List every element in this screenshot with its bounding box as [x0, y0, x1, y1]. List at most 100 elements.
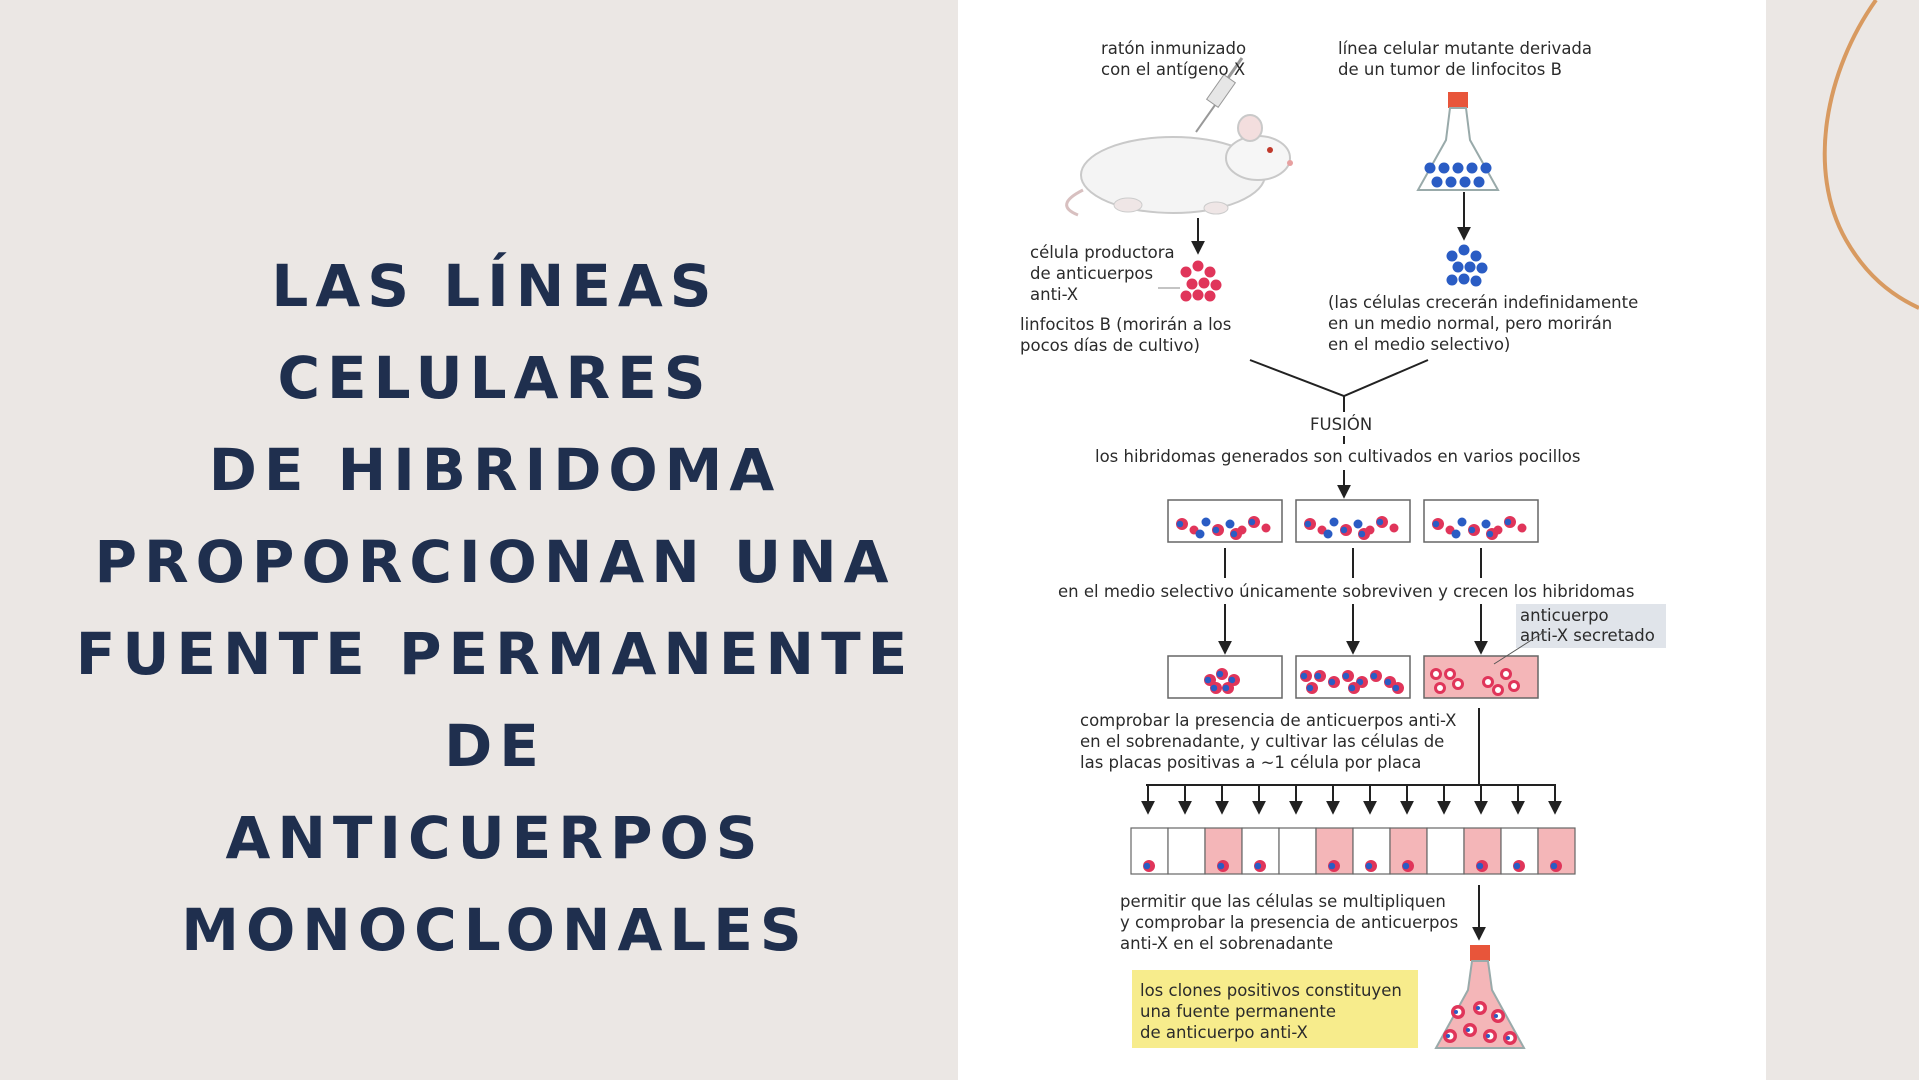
row1-arrows — [1218, 548, 1488, 655]
tumor-label: línea celular mutante derivada de un tum… — [1338, 39, 1597, 79]
tumor-cell — [1476, 262, 1488, 274]
hybridoma-nucleus — [1402, 862, 1410, 870]
hybridoma-nucleus — [1432, 520, 1440, 528]
selected-wells — [1167, 655, 1539, 699]
hybridoma-nucleus — [1248, 518, 1256, 526]
hybridoma-nucleus — [1513, 862, 1521, 870]
single-cell-plate — [1130, 827, 1576, 875]
tumor-cell — [1424, 162, 1436, 174]
title-line: FUENTE PERMANENTE DE — [75, 620, 915, 780]
title-line: DE HIBRIDOMA — [208, 436, 782, 504]
hybridoma-nucleus — [1348, 684, 1356, 692]
producer-cell — [1186, 278, 1198, 290]
hybridoma-nucleus — [1376, 518, 1384, 526]
clone-nucleus — [1446, 1034, 1450, 1038]
selective-label: en el medio selectivo únicamente sobrevi… — [1058, 582, 1634, 601]
tumor-cell — [1458, 244, 1470, 256]
cell — [1389, 523, 1399, 533]
hybridoma-nucleus — [1340, 526, 1348, 534]
title-line: PROPORCIONAN UNA — [94, 528, 896, 596]
producer-cell — [1204, 266, 1216, 278]
hybridoma-nucleus — [1228, 676, 1236, 684]
tumor-cell — [1446, 250, 1458, 262]
slide-title: LAS LÍNEAS CELULARES DE HIBRIDOMA PROPOR… — [50, 240, 940, 976]
antibody-label-box — [1516, 604, 1666, 648]
cell — [1201, 517, 1211, 527]
hybridoma-nucleus — [1468, 526, 1476, 534]
tumor-cell — [1470, 275, 1482, 287]
producer-cell — [1210, 279, 1222, 291]
clones-label: los clones positivos constituyen una fue… — [1140, 981, 1407, 1042]
cell — [1353, 519, 1363, 529]
producer-cell — [1204, 290, 1216, 302]
syringe-icon — [1195, 57, 1244, 133]
tumor-cell — [1459, 176, 1471, 188]
hybridoma-nucleus — [1216, 670, 1224, 678]
antibody-producer-cell-cluster — [1180, 260, 1222, 302]
hybridoma-nucleus — [1210, 684, 1218, 692]
clones-highlight-box — [1132, 970, 1418, 1048]
secreted-antibody-marker — [1485, 679, 1491, 685]
hybridoma-nucleus — [1392, 684, 1400, 692]
hybridoma-nucleus — [1504, 518, 1512, 526]
cell — [1329, 517, 1339, 527]
antibody-label: anticuerpo anti-X secretado — [1520, 606, 1655, 645]
plate-well — [1278, 827, 1317, 875]
cell — [1195, 529, 1205, 539]
producer-cell — [1192, 289, 1204, 301]
clone-nucleus — [1466, 1028, 1470, 1032]
cell — [1517, 523, 1527, 533]
secreted-antibody-marker — [1437, 685, 1443, 691]
tumor-flask-icon — [1416, 92, 1500, 191]
hybridoma-nucleus — [1476, 862, 1484, 870]
cell — [1451, 529, 1461, 539]
hybridoma-diagram: ratón inmunizado con el antígeno X línea… — [1020, 39, 1666, 1049]
cell — [1225, 519, 1235, 529]
selective-label-bg — [1058, 578, 1658, 604]
lymphocyte-label: linfocitos B (morirán a los pocos días d… — [1020, 315, 1237, 355]
clone-nucleus — [1494, 1014, 1498, 1018]
hybridoma-nucleus — [1230, 530, 1238, 538]
tumor-cells-label: (las células crecerán indefinidamente en… — [1328, 293, 1643, 354]
hybridoma-nucleus — [1358, 530, 1366, 538]
plate-well — [1426, 827, 1465, 875]
hybridoma-nucleus — [1384, 678, 1392, 686]
tumor-cell — [1446, 274, 1458, 286]
leader-line — [1493, 631, 1545, 665]
title-line: ANTICUERPOS — [225, 804, 765, 872]
hybridoma-nucleus — [1222, 684, 1230, 692]
title-line: LAS LÍNEAS CELULARES — [271, 252, 719, 412]
hybridoma-nucleus — [1370, 672, 1378, 680]
plate-well — [1167, 827, 1206, 875]
tumor-cell — [1438, 162, 1450, 174]
producer-label: célula productora de anticuerpos anti-X — [1030, 243, 1180, 304]
hybridoma-nucleus — [1212, 526, 1220, 534]
hybridoma-nucleus — [1486, 530, 1494, 538]
hybridoma-nucleus — [1304, 520, 1312, 528]
hybridoma-nucleus — [1328, 678, 1336, 686]
clone-nucleus — [1486, 1034, 1490, 1038]
cell — [1261, 523, 1271, 533]
hybridoma-nucleus — [1217, 862, 1225, 870]
hybridoma-nucleus — [1306, 684, 1314, 692]
tumor-cell — [1431, 176, 1443, 188]
mouse-illustration — [1065, 114, 1293, 217]
plate-well — [1500, 827, 1539, 875]
fusion-label: FUSIÓN — [1310, 415, 1372, 434]
hybridoma-nucleus — [1204, 676, 1212, 684]
tumor-cell — [1466, 162, 1478, 174]
producer-cell — [1198, 277, 1210, 289]
clone-nucleus — [1454, 1010, 1458, 1014]
multiply-label: permitir que las células se multipliquen… — [1120, 892, 1463, 953]
clone-nucleus — [1506, 1036, 1510, 1040]
hybridoma-nucleus — [1143, 862, 1151, 870]
tumor-cell — [1470, 250, 1482, 262]
hybridoma-nucleus — [1356, 678, 1364, 686]
hybridoma-nucleus — [1365, 862, 1373, 870]
clone-nucleus — [1476, 1006, 1480, 1010]
tumor-cell-cluster — [1446, 244, 1488, 287]
mouse-label: ratón inmunizado con el antígeno X — [1101, 39, 1251, 79]
hybridoma-nucleus — [1342, 672, 1350, 680]
secreted-antibody-marker — [1495, 687, 1501, 693]
secreted-antibody-marker — [1433, 671, 1439, 677]
